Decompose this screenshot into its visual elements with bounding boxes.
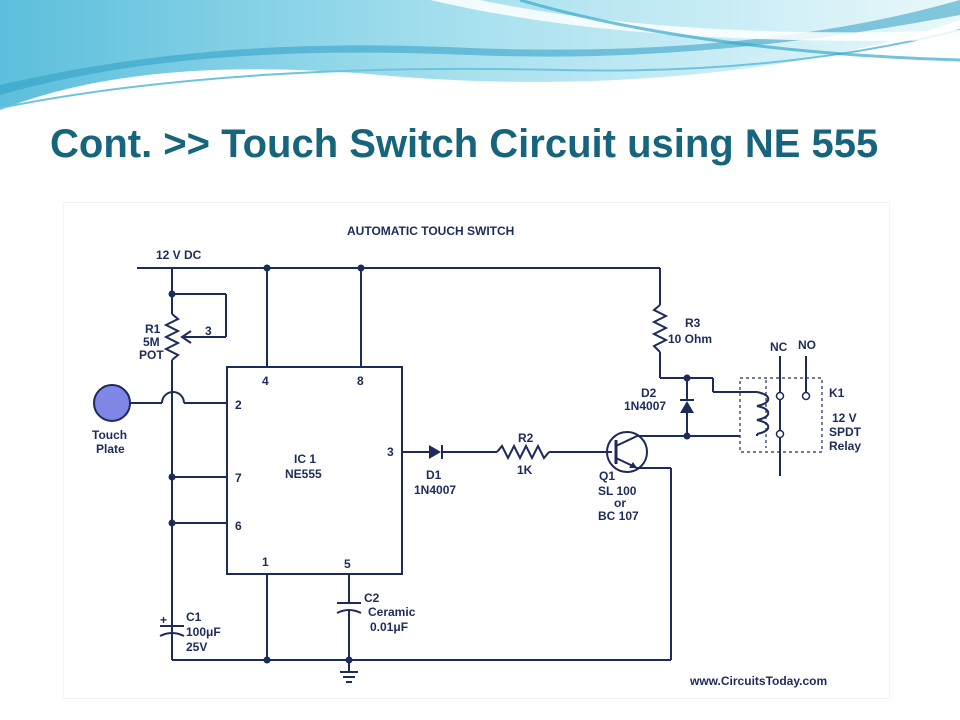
relay-no-label: NO: [798, 338, 816, 352]
source-watermark: www.CircuitsToday.com: [689, 674, 827, 688]
ic1-name: IC 1: [294, 452, 316, 466]
touch-plate-label-2: Plate: [96, 442, 125, 456]
k1-relay: [687, 356, 823, 476]
touch-plate: [93, 384, 131, 422]
touch-plate-label-1: Touch: [92, 428, 127, 442]
ic1-pin-wires: [168, 268, 362, 660]
c1-voltage: 25V: [186, 640, 207, 654]
k1-kind: Relay: [829, 439, 861, 453]
r3-value: 10 Ohm: [668, 332, 712, 346]
d2-diode: [680, 378, 694, 440]
k1-label: K1: [829, 386, 845, 400]
r2-value: 1K: [517, 463, 533, 477]
touch-plate-wire: [130, 391, 227, 404]
header-wave-decoration: [0, 0, 960, 110]
q1-transistor: [606, 431, 687, 660]
q1-or: or: [614, 496, 626, 510]
relay-nc-label: NC: [770, 340, 788, 354]
ic1-type: NE555: [285, 467, 322, 481]
ic1-pin-1: 1: [262, 555, 269, 569]
d1-label: D1: [426, 468, 442, 482]
r2-label: R2: [518, 431, 534, 445]
supply-label: 12 V DC: [156, 248, 202, 262]
r1-label: R1: [145, 322, 161, 336]
c2-value: 0.01μF: [370, 620, 408, 634]
c1-polarity: +: [160, 613, 167, 627]
ic1-ne555: [226, 366, 403, 575]
ic1-pin-7: 7: [235, 471, 242, 485]
c2-type: Ceramic: [368, 605, 416, 619]
supply-rail: [137, 264, 661, 305]
d2-label: D2: [641, 386, 657, 400]
q1-part-2: BC 107: [598, 509, 639, 523]
r3-resistor: [651, 304, 714, 392]
q1-label: Q1: [599, 469, 615, 483]
d1-diode: [402, 445, 497, 459]
r2-resistor: [496, 443, 612, 461]
k1-type: SPDT: [829, 425, 862, 439]
ic1-pin-4: 4: [262, 374, 269, 388]
d2-part: 1N4007: [624, 399, 666, 413]
ic1-pin-5: 5: [344, 557, 351, 571]
diagram-title: AUTOMATIC TOUCH SWITCH: [347, 224, 514, 238]
c1-value: 100μF: [186, 625, 221, 639]
r1-value: 5M: [143, 335, 160, 349]
c2-capacitor: [336, 602, 362, 660]
slide-title: Cont. >> Touch Switch Circuit using NE 5…: [50, 122, 879, 166]
r3-label: R3: [685, 316, 701, 330]
schematic-panel: [63, 202, 890, 699]
k1-voltage: 12 V: [832, 411, 857, 425]
ground-rail: [172, 656, 671, 683]
r1-wiper-pin: 3: [205, 324, 212, 338]
r1-type: POT: [139, 348, 164, 362]
ic1-pin-2: 2: [235, 398, 242, 412]
c2-label: C2: [364, 591, 380, 605]
c1-capacitor: [159, 625, 185, 637]
ic1-pin-3: 3: [387, 445, 394, 459]
c1-label: C1: [186, 610, 202, 624]
q1-part-1: SL 100: [598, 484, 637, 498]
ic1-pin-6: 6: [235, 519, 242, 533]
d1-part: 1N4007: [414, 483, 456, 497]
ic1-pin-8: 8: [357, 374, 364, 388]
r1-potentiometer: [163, 268, 227, 660]
